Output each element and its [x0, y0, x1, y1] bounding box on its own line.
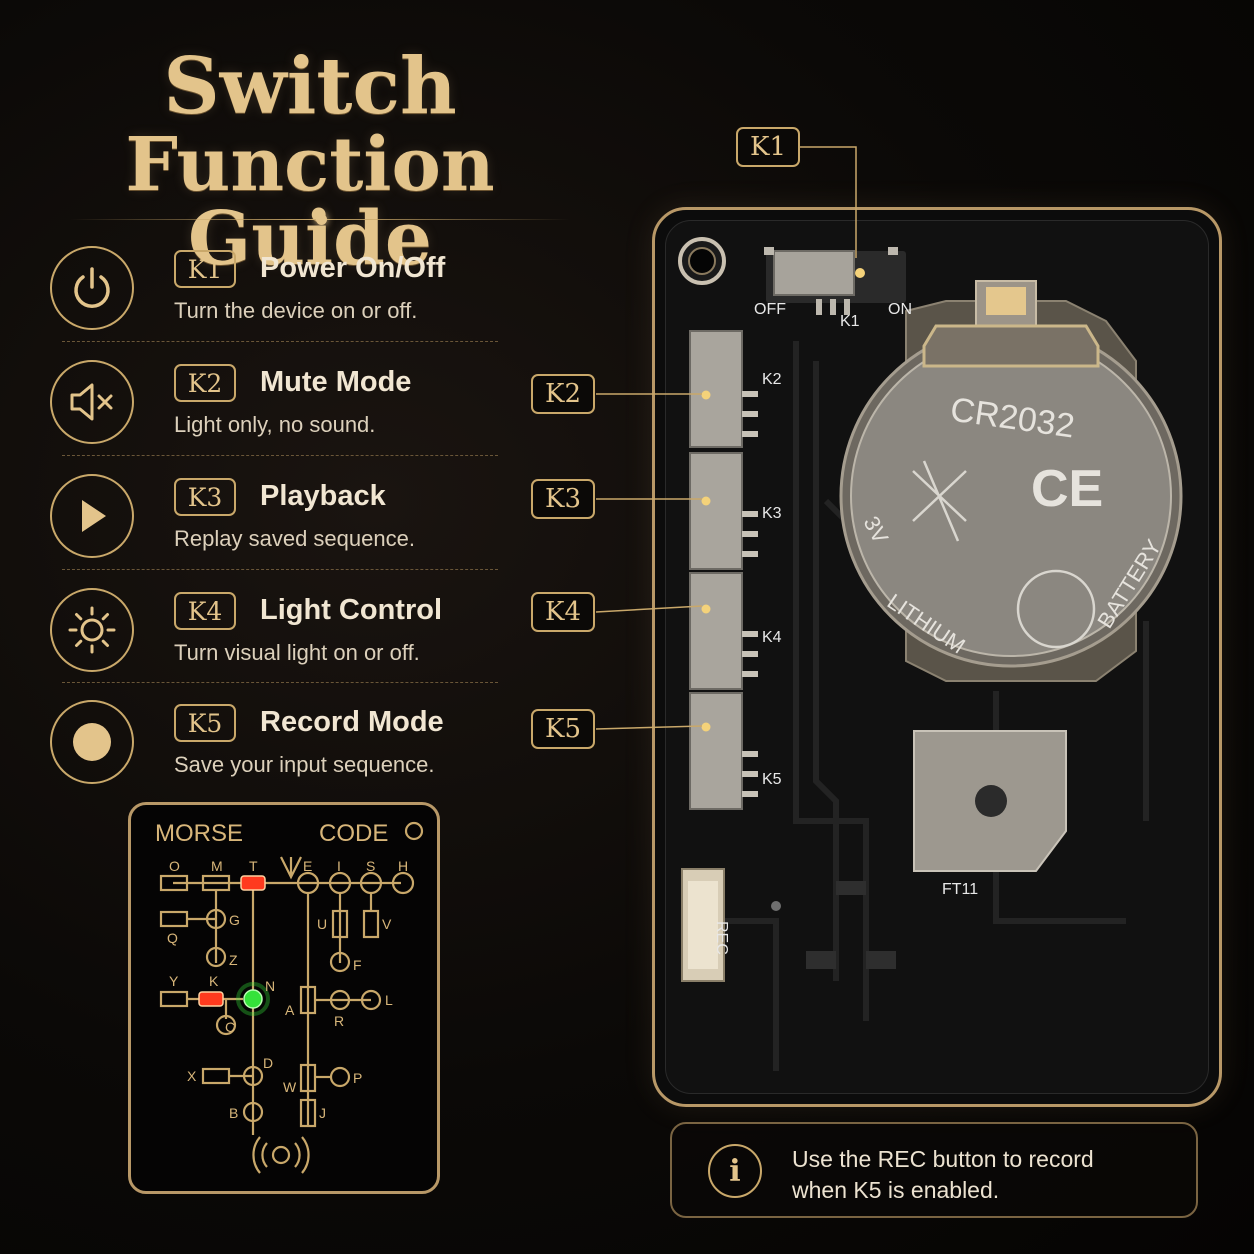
- title-line-1: Switch: [163, 41, 457, 132]
- silk-rec-label: REC: [713, 921, 730, 955]
- guide-description: Turn visual light on or off.: [174, 640, 420, 665]
- title-divider-dot: [316, 214, 327, 225]
- morse-letter: B: [229, 1105, 238, 1121]
- silk-on-label: ON: [888, 301, 912, 318]
- silk-k2-label: K2: [762, 371, 782, 388]
- morse-letter: G: [229, 912, 240, 928]
- morse-letter: D: [263, 1055, 273, 1071]
- ce-mark: CE: [1031, 460, 1104, 518]
- morse-tree-diagram: O M T E I S H G Q Z U V F Y K N A L R C …: [159, 821, 424, 1174]
- guide-description: Turn the device on or off.: [174, 298, 418, 323]
- row-divider: [62, 341, 498, 342]
- guide-title: Light Control: [260, 594, 443, 626]
- guide-description: Save your input sequence.: [174, 752, 435, 777]
- morse-letter: E: [303, 858, 312, 874]
- morse-letter: W: [283, 1079, 297, 1095]
- guide-title: Playback: [260, 480, 386, 512]
- guide-row-k5: K5 Record Mode Save your input sequence.: [50, 690, 500, 790]
- silk-k1-label: K1: [840, 313, 860, 330]
- led-t-red: [240, 875, 266, 891]
- led-n-green: [243, 989, 263, 1009]
- morse-letter: R: [334, 1013, 344, 1029]
- power-icon: [50, 246, 134, 330]
- callout-k5-label: K5: [531, 709, 595, 749]
- guide-row-k4: K4 Light Control Turn visual light on or…: [50, 578, 500, 678]
- morse-letter: C: [225, 1019, 235, 1035]
- guide-key-badge: K2: [174, 364, 236, 402]
- morse-heading-left: MORSE: [155, 820, 244, 847]
- silk-k5-label: K5: [762, 771, 782, 788]
- record-dot-icon: [50, 700, 134, 784]
- guide-description: Replay saved sequence.: [174, 526, 415, 551]
- morse-letter: V: [382, 916, 392, 932]
- callout-k3-label: K3: [531, 479, 595, 519]
- guide-key-badge: K1: [174, 250, 236, 288]
- device-board: OFF K1 ON K2 K3 K4 K5 REC FT11 CR2032 CE…: [652, 207, 1222, 1107]
- morse-letter: Q: [167, 930, 178, 946]
- info-line-1: Use the REC button to record: [792, 1146, 1094, 1172]
- morse-letter: O: [169, 858, 180, 874]
- morse-letter: Y: [169, 973, 179, 989]
- info-note: i Use the REC button to record when K5 i…: [670, 1122, 1198, 1218]
- sun-icon: [50, 588, 134, 672]
- morse-letter: J: [319, 1105, 326, 1121]
- row-divider: [62, 682, 498, 683]
- morse-letter: I: [337, 858, 341, 874]
- guide-row-k3: K3 Playback Replay saved sequence.: [50, 464, 500, 564]
- guide-row-k1: K1 Power On/Off Turn the device on or of…: [50, 236, 500, 336]
- row-divider: [62, 455, 498, 456]
- title-line-2: Function Guide: [125, 122, 495, 282]
- info-icon: i: [708, 1144, 762, 1198]
- silk-off-label: OFF: [754, 301, 786, 318]
- morse-letter: A: [285, 1002, 295, 1018]
- guide-row-k2: K2 Mute Mode Light only, no sound.: [50, 350, 500, 450]
- morse-letter: T: [249, 858, 258, 874]
- morse-letter: Z: [229, 952, 238, 968]
- guide-title: Record Mode: [260, 706, 444, 738]
- mute-speaker-icon: [50, 360, 134, 444]
- morse-letter: L: [385, 992, 393, 1008]
- callout-k1-label: K1: [736, 127, 800, 167]
- row-divider: [62, 569, 498, 570]
- callout-k4-label: K4: [531, 592, 595, 632]
- callout-k2-label: K2: [531, 374, 595, 414]
- morse-letter: U: [317, 916, 327, 932]
- guide-title: Mute Mode: [260, 366, 412, 398]
- guide-key-badge: K5: [174, 704, 236, 742]
- morse-letter: F: [353, 957, 362, 973]
- guide-title: Power On/Off: [260, 252, 446, 284]
- info-line-2: when K5 is enabled.: [792, 1177, 1000, 1203]
- silk-k3-label: K3: [762, 505, 782, 522]
- silk-ft11-label: FT11: [942, 881, 979, 898]
- morse-letter: H: [398, 858, 408, 874]
- device-pcb: OFF K1 ON K2 K3 K4 K5 REC FT11 CR2032 CE…: [665, 220, 1209, 1094]
- guide-key-badge: K3: [174, 478, 236, 516]
- led-k-red: [198, 991, 224, 1007]
- morse-letter: N: [265, 978, 275, 994]
- guide-description: Light only, no sound.: [174, 412, 376, 437]
- morse-letter: K: [209, 973, 219, 989]
- morse-letter: M: [211, 858, 223, 874]
- pcb-artwork: [678, 237, 1183, 1071]
- play-icon: [50, 474, 134, 558]
- guide-key-badge: K4: [174, 592, 236, 630]
- morse-letter: X: [187, 1068, 197, 1084]
- morse-code-card: O M T E I S H G Q Z U V F Y K N A L R C …: [128, 802, 440, 1194]
- morse-letter: P: [353, 1070, 362, 1086]
- info-text: Use the REC button to record when K5 is …: [792, 1144, 1094, 1206]
- morse-letter: S: [366, 858, 375, 874]
- morse-heading-right: CODE: [319, 820, 389, 847]
- silk-k4-label: K4: [762, 629, 782, 646]
